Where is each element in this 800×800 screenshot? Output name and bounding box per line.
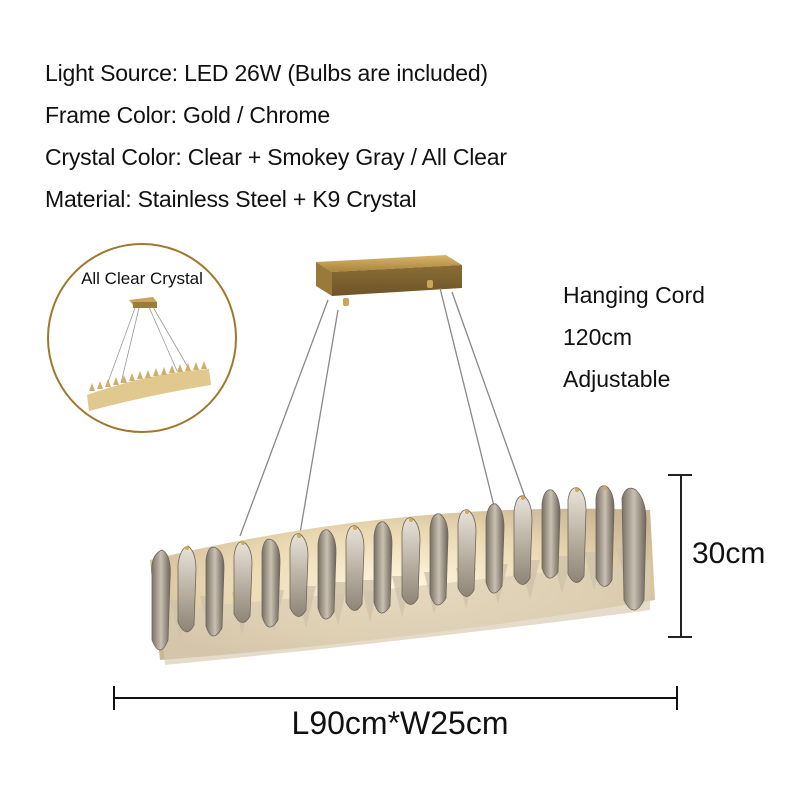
spec-material: Material: Stainless Steel + K9 Crystal bbox=[45, 186, 417, 212]
all-clear-crystal-inset: All Clear Crystal bbox=[47, 243, 237, 433]
chandelier-thumbnail-image bbox=[87, 297, 211, 411]
height-dimension-cap-bottom bbox=[668, 636, 692, 638]
length-dimension-line bbox=[113, 697, 678, 699]
hanging-cord-label: Hanging Cord bbox=[563, 282, 705, 308]
hanging-cord-adjustable: Adjustable bbox=[563, 366, 671, 392]
spec-list: Light Source: LED 26W (Bulbs are include… bbox=[0, 52, 507, 220]
hanging-cord-length: 120cm bbox=[563, 324, 633, 350]
length-dimension-cap-left bbox=[113, 686, 115, 710]
length-dimension-cap-right bbox=[676, 686, 678, 710]
length-width-dimension-label: L90cm*W25cm bbox=[291, 705, 509, 741]
spec-light-source: Light Source: LED 26W (Bulbs are include… bbox=[45, 60, 488, 86]
inset-title: All Clear Crystal bbox=[81, 269, 203, 288]
spec-frame-color: Frame Color: Gold / Chrome bbox=[45, 102, 330, 128]
hanging-cord-note: Hanging Cord 120cm Adjustable bbox=[563, 274, 705, 400]
height-dimension-line bbox=[680, 474, 682, 638]
height-dimension-label: 30cm bbox=[692, 537, 766, 570]
height-dimension-cap-top bbox=[668, 474, 692, 476]
spec-crystal-color: Crystal Color: Clear + Smokey Gray / All… bbox=[45, 144, 507, 170]
